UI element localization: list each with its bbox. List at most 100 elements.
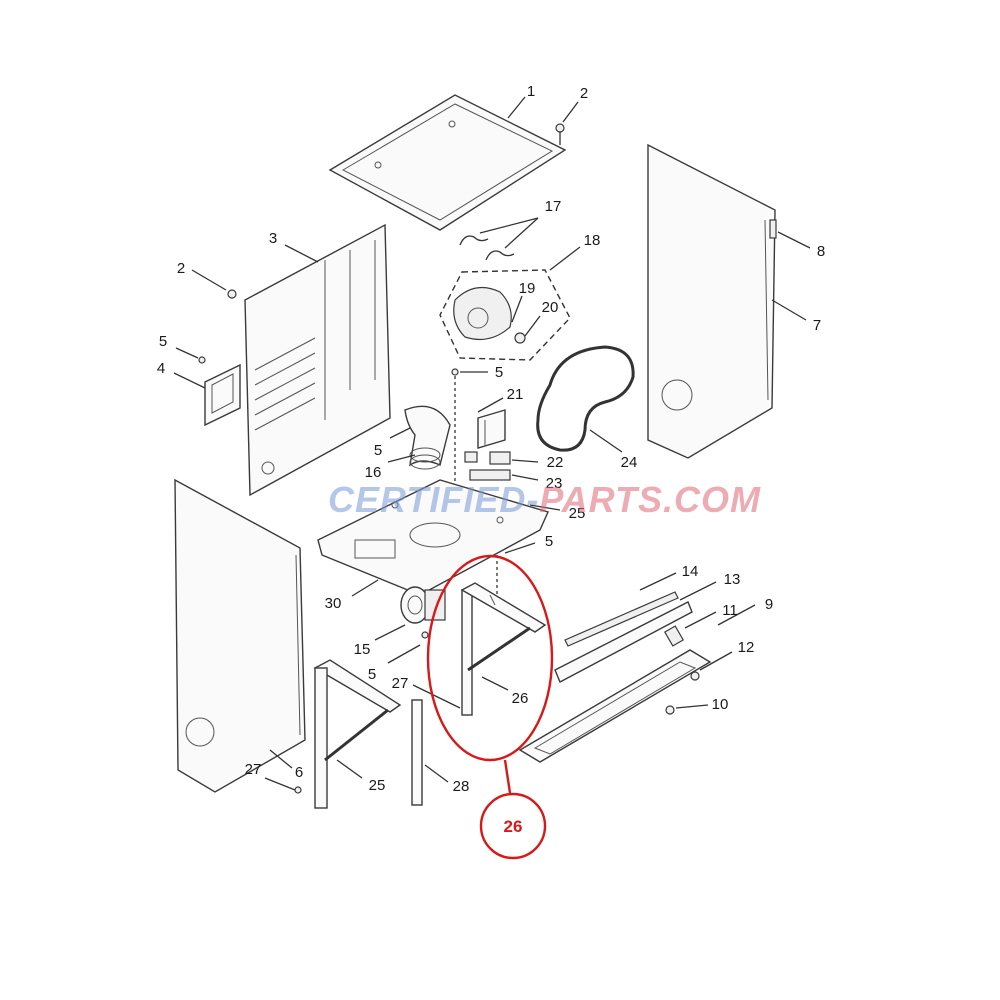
- callout-3: 3: [269, 230, 277, 247]
- callout-7: 7: [813, 317, 821, 334]
- part-7-right-side-panel: [647, 143, 776, 459]
- leader-13: [679, 581, 717, 601]
- watermark-part1: CERTIFIED-: [328, 479, 539, 520]
- leader-23: [511, 474, 539, 481]
- leader-17a: [479, 217, 539, 234]
- callout-5-hose: 5: [374, 442, 382, 459]
- part-5-screw-d: [421, 631, 429, 639]
- callout-10: 10: [712, 696, 729, 713]
- part-5-screw-a: [198, 356, 206, 364]
- part-2-screw-left: [227, 289, 237, 299]
- callout-13: 13: [724, 571, 741, 588]
- leader-10: [675, 704, 709, 709]
- part-3-rear-panel: [244, 223, 391, 497]
- callout-19: 19: [519, 280, 536, 297]
- callout-25-upper: 25: [569, 505, 586, 522]
- callout-21: 21: [507, 386, 524, 403]
- callout-12: 12: [738, 639, 755, 656]
- leader-27b: [264, 777, 296, 791]
- callout-5-lower: 5: [368, 666, 376, 683]
- leader-15: [374, 624, 406, 641]
- highlight-ellipse: [426, 554, 554, 762]
- callout-1: 1: [527, 83, 535, 100]
- leader-2b: [191, 269, 227, 291]
- part-2-screw-top: [555, 123, 565, 145]
- part-4-bracket: [204, 363, 241, 427]
- leader-7: [771, 299, 807, 321]
- leader-5c: [389, 427, 411, 439]
- leader-3: [284, 244, 319, 263]
- callout-20: 20: [542, 299, 559, 316]
- callout-22: 22: [547, 454, 564, 471]
- part-14-rail: [564, 591, 679, 647]
- part-28-rod: [411, 699, 423, 806]
- callout-5-base: 5: [545, 533, 553, 550]
- callout-5-bracket: 5: [159, 333, 167, 350]
- part-26-frame-bracket: [460, 582, 547, 716]
- leader-5e: [387, 644, 421, 664]
- part-15-coupling: [400, 586, 446, 624]
- callout-4: 4: [157, 360, 165, 377]
- leader-8: [777, 231, 811, 249]
- part-13-rail: [554, 601, 693, 683]
- callout-9: 9: [765, 596, 773, 613]
- callout-16: 16: [365, 464, 382, 481]
- leader-17b: [504, 217, 539, 249]
- leader-26: [481, 676, 509, 691]
- part-16-hose-elbow: [404, 405, 451, 470]
- callout-5-upper: 5: [495, 364, 503, 381]
- leader-5d: [504, 542, 536, 554]
- part-12-screw: [690, 671, 700, 681]
- part-21-bracket: [477, 409, 506, 449]
- leader-18: [549, 246, 581, 271]
- watermark: CERTIFIED-PARTS.COM: [328, 479, 761, 520]
- leader-2a: [562, 101, 579, 123]
- callout-14: 14: [682, 563, 699, 580]
- leader-16: [387, 454, 416, 463]
- part-9-toe-panel: [518, 649, 712, 763]
- callout-8: 8: [817, 243, 825, 260]
- part-22-23-fasteners: [464, 451, 511, 481]
- callout-2-top: 2: [580, 85, 588, 102]
- part-25-left-bracket: [313, 659, 402, 809]
- part-1-top-panel: [328, 94, 567, 231]
- callout-6: 6: [295, 764, 303, 781]
- leader-22: [511, 459, 539, 463]
- leader-27a: [412, 684, 461, 709]
- part-10-screw: [665, 705, 675, 715]
- watermark-part2: PARTS.COM: [539, 479, 761, 520]
- leader-4: [173, 372, 206, 389]
- part-6-left-side-panel: [174, 478, 306, 793]
- callout-24: 24: [621, 454, 638, 471]
- part-18-pump-assembly: [439, 269, 571, 361]
- leader-30: [351, 579, 379, 597]
- callout-23: 23: [546, 475, 563, 492]
- callout-2-left: 2: [177, 260, 185, 277]
- callout-27-center: 27: [392, 675, 409, 692]
- leader-20: [524, 315, 541, 337]
- callout-17: 17: [545, 198, 562, 215]
- callout-11: 11: [722, 602, 738, 619]
- leader-14: [639, 572, 677, 591]
- part-30-base-plate: [317, 479, 549, 596]
- leader-19: [511, 295, 523, 323]
- leader-12: [699, 651, 733, 671]
- callout-25-lower: 25: [369, 777, 386, 794]
- part-24-belt: [536, 345, 635, 452]
- callout-26: 26: [512, 690, 529, 707]
- leader-5a: [175, 347, 199, 359]
- leader-1: [507, 96, 526, 119]
- leader-24: [589, 429, 623, 453]
- callout-18: 18: [584, 232, 601, 249]
- leader-25b: [336, 759, 363, 779]
- highlight-label: 26: [504, 817, 523, 836]
- highlight-callout-circle: [479, 792, 547, 860]
- leader-28: [424, 764, 449, 783]
- part-11-clip: [663, 625, 685, 647]
- highlight-leader: [503, 759, 512, 794]
- part-27-screw: [294, 786, 302, 794]
- leader-11: [684, 611, 717, 629]
- leader-6: [269, 749, 293, 769]
- part-8-clip: [769, 219, 777, 239]
